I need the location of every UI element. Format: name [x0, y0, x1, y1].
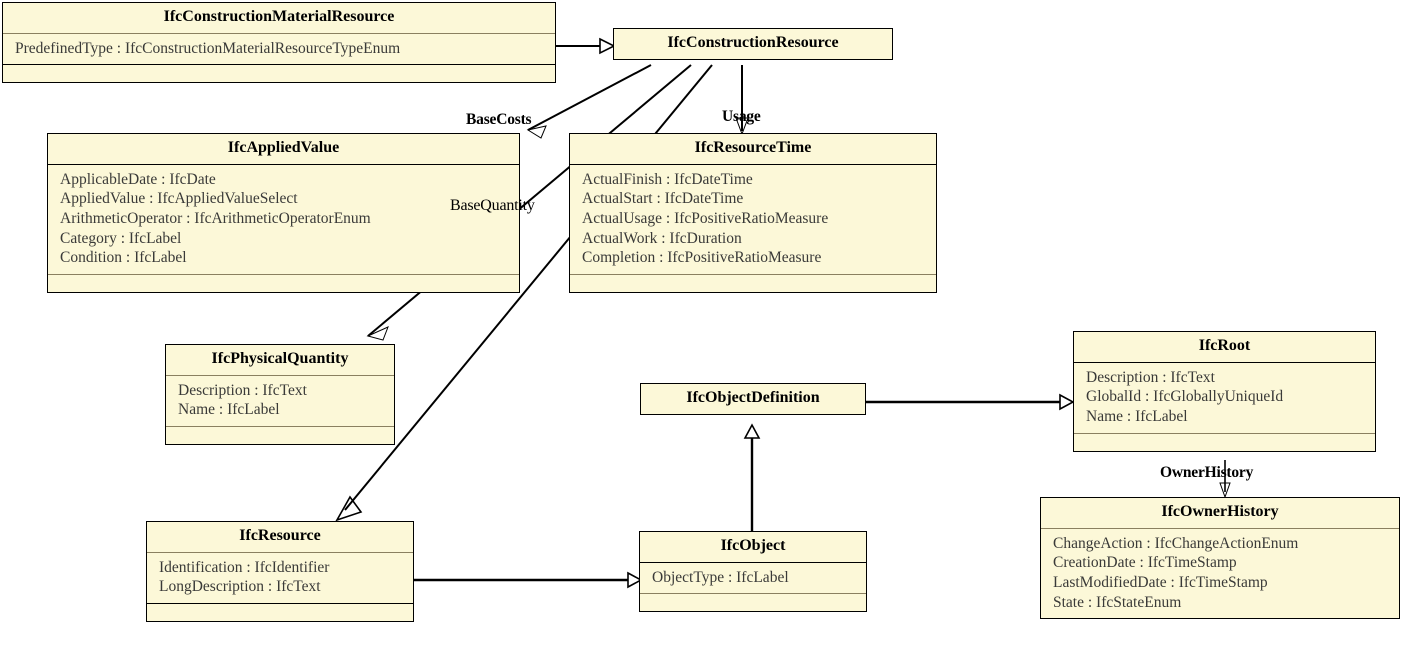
- edge-label-owner-history: OwnerHistory: [1160, 464, 1254, 481]
- class-divider: [147, 603, 413, 605]
- class-title: IfcObjectDefinition: [686, 389, 820, 406]
- class-attributes: Description : IfcText GlobalId : IfcGlob…: [1074, 363, 1375, 433]
- class-title: IfcRoot: [1198, 337, 1251, 354]
- class-divider: [1074, 361, 1375, 363]
- class-box-ifcconstructionresource[interactable]: IfcConstructionResource: [613, 28, 893, 60]
- attribute-row: State : IfcStateEnum: [1053, 593, 1182, 611]
- class-divider: [48, 163, 519, 165]
- attribute-row: Description : IfcText: [178, 381, 307, 399]
- attribute-row: LastModifiedDate : IfcTimeStamp: [1053, 574, 1268, 592]
- class-title: IfcPhysicalQuantity: [211, 350, 349, 367]
- class-operations: [640, 594, 866, 611]
- class-box-ifcresource[interactable]: IfcResource Identification : IfcIdentifi…: [146, 521, 414, 623]
- class-divider: [570, 163, 936, 165]
- class-title: IfcOwnerHistory: [1161, 503, 1279, 520]
- class-attributes: ApplicableDate : IfcDate AppliedValue : …: [48, 165, 519, 274]
- attribute-row: ArithmeticOperator : IfcArithmeticOperat…: [60, 210, 371, 228]
- class-box-ifcappliedvalue[interactable]: IfcAppliedValue ApplicableDate : IfcDate…: [47, 133, 520, 294]
- edge-label-base-quantity: BaseQuantity: [450, 197, 535, 214]
- class-divider: [1074, 432, 1375, 434]
- class-title: IfcConstructionResource: [667, 34, 839, 51]
- class-divider: [147, 551, 413, 553]
- class-divider: [166, 426, 394, 428]
- edge-material-resource-to-construction-resource: [556, 37, 616, 55]
- attribute-row: Name : IfcLabel: [178, 401, 280, 419]
- class-operations: [3, 65, 555, 82]
- edge-root-to-owner-history: [1219, 460, 1231, 499]
- class-box-ifcconstructionmaterialresource[interactable]: IfcConstructionMaterialResource Predefin…: [2, 2, 556, 84]
- attribute-row: Name : IfcLabel: [1086, 408, 1188, 426]
- class-attributes: Identification : IfcIdentifier LongDescr…: [147, 553, 413, 603]
- edge-resource-to-object: [414, 571, 643, 589]
- attribute-row: PredefinedType : IfcConstructionMaterial…: [15, 39, 401, 57]
- attribute-row: Description : IfcText: [1086, 368, 1215, 386]
- class-box-ifcphysicalquantity[interactable]: IfcPhysicalQuantity Description : IfcTex…: [165, 344, 395, 446]
- class-title: IfcResource: [239, 527, 321, 544]
- attribute-row: ChangeAction : IfcChangeActionEnum: [1053, 534, 1299, 552]
- attribute-row: ObjectType : IfcLabel: [652, 568, 789, 586]
- attribute-row: ActualWork : IfcDuration: [582, 229, 742, 247]
- edge-label-usage: Usage: [722, 108, 761, 125]
- class-operations: [147, 604, 413, 621]
- class-divider: [640, 561, 866, 563]
- attribute-row: LongDescription : IfcText: [159, 578, 321, 596]
- class-box-ifcroot[interactable]: IfcRoot Description : IfcText GlobalId :…: [1073, 331, 1376, 452]
- attribute-row: ActualFinish : IfcDateTime: [582, 170, 753, 188]
- attribute-row: Category : IfcLabel: [60, 229, 182, 247]
- attribute-row: GlobalId : IfcGloballyUniqueId: [1086, 388, 1284, 406]
- edge-object-to-object-definition: [743, 423, 761, 533]
- class-divider: [48, 274, 519, 276]
- attribute-row: ActualUsage : IfcPositiveRatioMeasure: [582, 210, 829, 228]
- class-divider: [3, 32, 555, 34]
- class-divider: [640, 593, 866, 595]
- class-title: IfcResourceTime: [694, 139, 812, 156]
- class-title: IfcAppliedValue: [227, 139, 340, 156]
- class-attributes: Description : IfcText Name : IfcLabel: [166, 376, 394, 426]
- class-attributes: PredefinedType : IfcConstructionMaterial…: [3, 34, 555, 65]
- attribute-row: AppliedValue : IfcAppliedValueSelect: [60, 190, 298, 208]
- edge-construction-resource-to-resource-time: [735, 65, 749, 136]
- class-title: IfcObject: [720, 537, 786, 554]
- attribute-row: Condition : IfcLabel: [60, 249, 187, 267]
- attribute-row: ActualStart : IfcDateTime: [582, 190, 744, 208]
- edge-object-definition-to-root: [866, 393, 1075, 411]
- edge-label-base-costs: BaseCosts: [466, 111, 532, 128]
- class-attributes: ChangeAction : IfcChangeActionEnum Creat…: [1041, 529, 1399, 619]
- class-divider: [570, 274, 936, 276]
- class-box-ifcobject[interactable]: IfcObject ObjectType : IfcLabel: [639, 531, 867, 613]
- class-box-ifcobjectdefinition[interactable]: IfcObjectDefinition: [640, 383, 866, 415]
- attribute-row: Completion : IfcPositiveRatioMeasure: [582, 249, 822, 267]
- class-operations: [570, 275, 936, 292]
- class-operations: [166, 427, 394, 444]
- class-attributes: ObjectType : IfcLabel: [640, 563, 866, 594]
- class-divider: [3, 64, 555, 66]
- class-operations: [1074, 434, 1375, 451]
- class-box-ifcownerhistory[interactable]: IfcOwnerHistory ChangeAction : IfcChange…: [1040, 497, 1400, 620]
- class-operations: [48, 275, 519, 292]
- class-divider: [166, 374, 394, 376]
- edge-construction-resource-to-applied-value: [526, 64, 652, 139]
- class-attributes: ActualFinish : IfcDateTime ActualStart :…: [570, 165, 936, 274]
- attribute-row: Identification : IfcIdentifier: [159, 558, 330, 576]
- class-title: IfcConstructionMaterialResource: [163, 8, 395, 25]
- class-divider: [1041, 527, 1399, 529]
- attribute-row: CreationDate : IfcTimeStamp: [1053, 554, 1237, 572]
- attribute-row: ApplicableDate : IfcDate: [60, 170, 216, 188]
- class-box-ifcresourcetime[interactable]: IfcResourceTime ActualFinish : IfcDateTi…: [569, 133, 937, 294]
